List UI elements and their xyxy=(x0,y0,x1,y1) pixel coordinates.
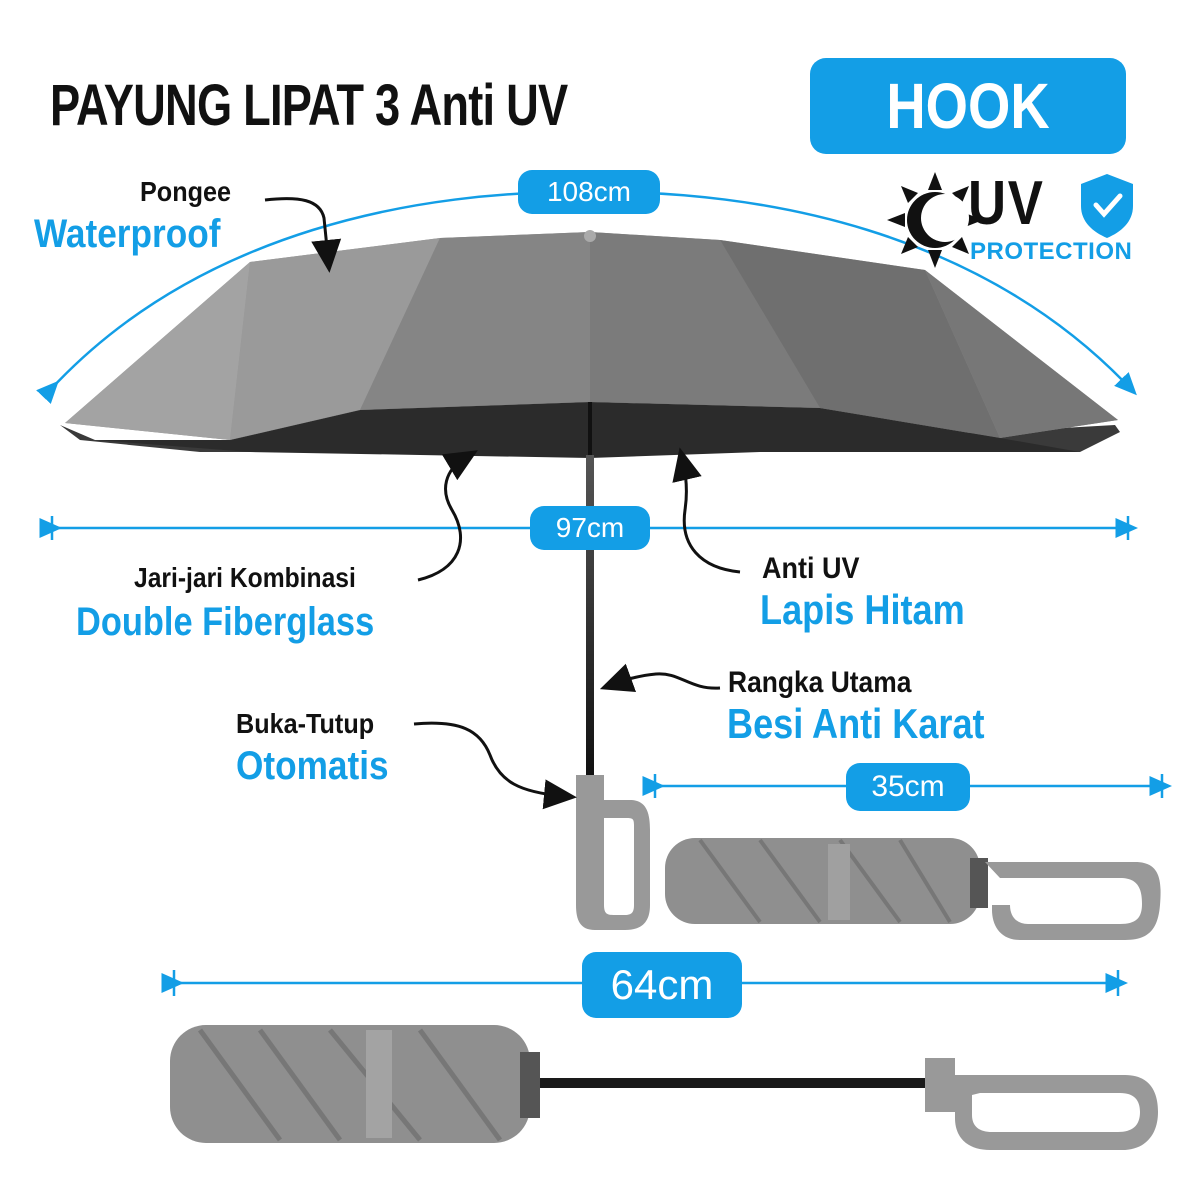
pongee-label: Pongee xyxy=(140,176,232,207)
waterproof-label: Waterproof xyxy=(34,212,221,256)
uv-badge-text: UV xyxy=(968,169,1045,238)
closed-dimension-pill: 64cm xyxy=(582,952,742,1018)
hook-badge-label: HOOK xyxy=(886,70,1050,142)
open-close-label: Buka-Tutup xyxy=(236,708,375,739)
closed-umbrella xyxy=(170,1025,1158,1150)
sun-icon xyxy=(887,172,983,268)
automatic-label: Otomatis xyxy=(236,744,389,788)
arrow-icon xyxy=(599,663,721,692)
black-coating-label: Lapis Hitam xyxy=(760,586,965,633)
arc-dimension-pill: 108cm xyxy=(518,170,660,214)
arrow-icon xyxy=(672,447,741,574)
page-title: PAYUNG LIPAT 3 Anti UV xyxy=(50,73,568,138)
folded-umbrella xyxy=(665,838,1161,940)
hook-badge: HOOK xyxy=(810,58,1126,154)
span-dimension-pill: 97cm xyxy=(530,506,650,550)
arrow-icon xyxy=(417,450,478,582)
hook-handle xyxy=(576,775,650,930)
shield-check-icon xyxy=(1081,174,1133,238)
arrow-icon xyxy=(413,721,577,810)
fiberglass-label: Double Fiberglass xyxy=(76,600,375,644)
ribs-label: Jari-jari Kombinasi xyxy=(134,562,356,593)
umbrella-shaft xyxy=(586,455,594,775)
rustproof-label: Besi Anti Karat xyxy=(727,700,985,747)
main-frame-label: Rangka Utama xyxy=(728,666,912,699)
umbrella-canopy xyxy=(60,230,1120,460)
folded-dimension-pill: 35cm xyxy=(846,763,970,811)
protection-badge-text: PROTECTION xyxy=(970,238,1133,265)
arrow-icon xyxy=(264,197,342,273)
anti-uv-label: Anti UV xyxy=(762,552,860,585)
